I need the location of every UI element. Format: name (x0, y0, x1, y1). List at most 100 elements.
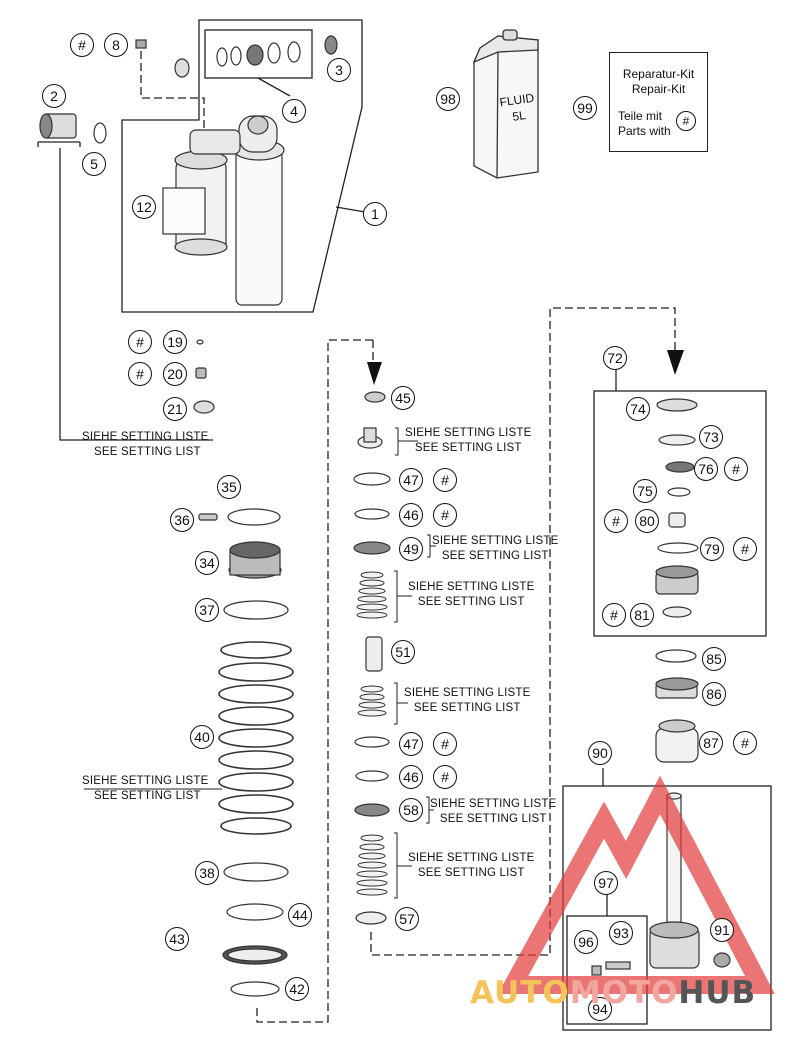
setting-note-de: SIEHE SETTING LISTE (405, 427, 532, 439)
callout-part-47: 47 (399, 468, 423, 492)
callout-part-75: 75 (633, 479, 657, 503)
callout-part-21: 21 (163, 397, 187, 421)
callout-part-47: 47 (399, 732, 423, 756)
callout-part-98: 98 (436, 87, 460, 111)
hash-marker: # (602, 603, 626, 627)
callout-part-35: 35 (217, 475, 241, 499)
setting-note-en: SEE SETTING LIST (417, 867, 525, 879)
watermark-part1: AUTO (470, 975, 570, 1011)
repair-kit-title-de: Reparatur-Kit (622, 67, 695, 81)
setting-note-en: SEE SETTING LIST (413, 702, 521, 714)
setting-note-en: SEE SETTING LIST (414, 442, 522, 454)
repair-kit-parts-de: Teile mit (618, 109, 663, 123)
callout-part-19: 19 (163, 330, 187, 354)
callout-part-5: 5 (82, 152, 106, 176)
callout-part-72: 72 (603, 346, 627, 370)
callout-part-40: 40 (190, 725, 214, 749)
callout-part-46: 46 (399, 503, 423, 527)
setting-note-en: SEE SETTING LIST (439, 813, 547, 825)
hash-marker: # (433, 732, 457, 756)
repair-kit-hash-symbol: # (676, 111, 696, 131)
repair-kit-box: Reparatur-Kit Repair-Kit Teile mit Parts… (609, 52, 708, 152)
callout-part-91: 91 (710, 918, 734, 942)
setting-note-en: SEE SETTING LIST (417, 596, 525, 608)
hash-marker: # (724, 457, 748, 481)
callout-part-3: 3 (327, 58, 351, 82)
callout-part-43: 43 (165, 927, 189, 951)
setting-note-45: SIEHE SETTING LISTE SEE SETTING LIST (405, 426, 532, 456)
setting-note-en: SEE SETTING LIST (94, 446, 201, 458)
setting-note-en: SEE SETTING LIST (94, 790, 201, 802)
callout-part-99: 99 (573, 96, 597, 120)
hash-marker: # (128, 330, 152, 354)
callout-part-46: 46 (399, 765, 423, 789)
callout-part-38: 38 (195, 861, 219, 885)
callout-part-96: 96 (574, 930, 598, 954)
fluid-can-drawing (472, 29, 539, 179)
callout-part-2: 2 (42, 84, 66, 108)
callout-part-42: 42 (285, 977, 309, 1001)
setting-note-de: SIEHE SETTING LISTE (404, 687, 531, 699)
setting-note-left-top: SIEHE SETTING LISTE SEE SETTING LIST (82, 430, 209, 460)
callout-part-87: 87 (699, 731, 723, 755)
callout-part-36: 36 (170, 508, 194, 532)
hash-marker: # (70, 33, 94, 57)
callout-part-81: 81 (630, 603, 654, 627)
setting-note-stack-3: SIEHE SETTING LISTE SEE SETTING LIST (408, 851, 535, 881)
arrow-down-center (367, 362, 382, 385)
arrow-down-right (667, 350, 684, 375)
setting-note-58: SIEHE SETTING LISTE SEE SETTING LIST (430, 797, 557, 827)
hash-marker: # (433, 765, 457, 789)
callout-part-49: 49 (399, 537, 423, 561)
callout-part-90: 90 (588, 741, 612, 765)
setting-note-stack-2: SIEHE SETTING LISTE SEE SETTING LIST (404, 686, 531, 716)
callout-part-93: 93 (609, 921, 633, 945)
callout-part-4: 4 (282, 99, 306, 123)
main-spring-drawing (218, 641, 294, 835)
setting-note-left-spring: SIEHE SETTING LISTE SEE SETTING LIST (82, 774, 209, 804)
fluid-can-label: FLUID 5L (498, 90, 538, 127)
piston-group-frame (593, 390, 767, 637)
hash-marker: # (733, 537, 757, 561)
callout-part-57: 57 (395, 907, 419, 931)
callout-part-34: 34 (195, 551, 219, 575)
setting-note-de: SIEHE SETTING LISTE (82, 775, 209, 787)
watermark-part2: MOTO (569, 975, 679, 1011)
callout-part-45: 45 (391, 386, 415, 410)
repair-kit-parts-en: Parts with (618, 124, 671, 138)
callout-part-86: 86 (702, 682, 726, 706)
callout-part-74: 74 (626, 397, 650, 421)
watermark-part3: HUB (678, 975, 757, 1011)
callout-part-37: 37 (195, 598, 219, 622)
watermark-logo (497, 775, 775, 994)
hash-marker: # (128, 362, 152, 386)
watermark-text: AUTOMOTOHUB (470, 975, 756, 1011)
repair-kit-title-en: Repair-Kit (631, 82, 686, 96)
setting-note-de: SIEHE SETTING LISTE (432, 535, 559, 547)
setting-note-49: SIEHE SETTING LISTE SEE SETTING LIST (432, 534, 559, 564)
callout-part-79: 79 (700, 537, 724, 561)
hash-marker: # (433, 468, 457, 492)
setting-note-stack-1: SIEHE SETTING LISTE SEE SETTING LIST (408, 580, 535, 610)
callout-part-85: 85 (702, 647, 726, 671)
hash-marker: # (433, 503, 457, 527)
callout-part-44: 44 (288, 903, 312, 927)
callout-part-73: 73 (699, 425, 723, 449)
hash-marker: # (604, 509, 628, 533)
callout-part-76: 76 (694, 457, 718, 481)
callout-part-94: 94 (588, 997, 612, 1021)
callout-part-51: 51 (391, 640, 415, 664)
setting-note-de: SIEHE SETTING LISTE (408, 581, 535, 593)
hash-marker: # (733, 731, 757, 755)
callout-part-97: 97 (594, 871, 618, 895)
callout-part-12: 12 (132, 195, 156, 219)
callout-part-1: 1 (363, 202, 387, 226)
setting-note-en: SEE SETTING LIST (441, 550, 549, 562)
setting-note-de: SIEHE SETTING LISTE (430, 798, 557, 810)
setting-note-de: SIEHE SETTING LISTE (82, 431, 209, 443)
callout-part-8: 8 (104, 33, 128, 57)
callout-part-80: 80 (635, 509, 659, 533)
setting-note-de: SIEHE SETTING LISTE (408, 852, 535, 864)
damper-group-frame (121, 19, 363, 313)
